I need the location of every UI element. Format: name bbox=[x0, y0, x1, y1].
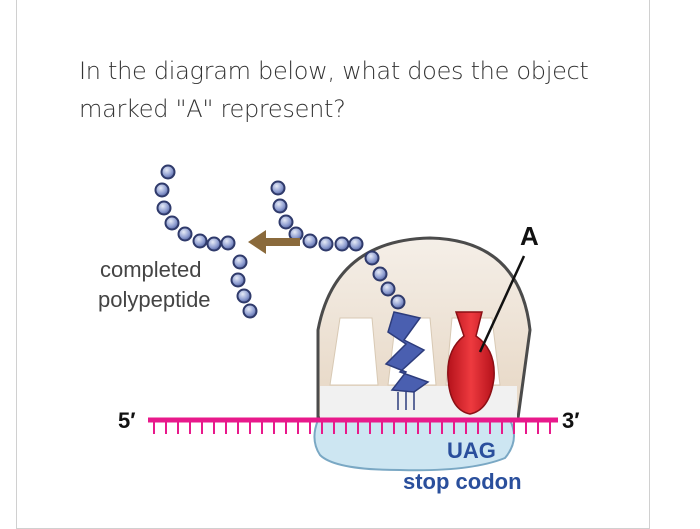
amino-acid-bead bbox=[366, 252, 379, 265]
amino-acid-bead bbox=[194, 235, 207, 248]
amino-acid-bead bbox=[179, 228, 192, 241]
label-a: A bbox=[520, 221, 539, 251]
amino-acid-bead bbox=[280, 216, 293, 229]
amino-acid-bead bbox=[166, 217, 179, 230]
amino-acid-bead bbox=[272, 182, 285, 195]
amino-acid-bead bbox=[392, 296, 405, 309]
label-stop-codon: stop codon bbox=[403, 469, 522, 494]
label-codon: UAG bbox=[447, 438, 496, 463]
amino-acid-bead bbox=[158, 202, 171, 215]
amino-acid-bead bbox=[208, 238, 221, 251]
label-3-prime: 3′ bbox=[562, 408, 580, 433]
amino-acid-bead bbox=[274, 200, 287, 213]
amino-acid-bead bbox=[320, 238, 333, 251]
amino-acid-bead bbox=[374, 268, 387, 281]
amino-acid-bead bbox=[350, 238, 363, 251]
amino-acid-bead bbox=[238, 290, 251, 303]
amino-acid-bead bbox=[232, 274, 245, 287]
amino-acid-bead bbox=[382, 283, 395, 296]
amino-acid-bead bbox=[336, 238, 349, 251]
amino-acid-bead bbox=[156, 184, 169, 197]
label-completed: completed bbox=[100, 257, 202, 282]
label-5-prime: 5′ bbox=[118, 408, 136, 433]
amino-acid-bead bbox=[304, 235, 317, 248]
label-polypeptide: polypeptide bbox=[98, 287, 211, 312]
amino-acid-bead bbox=[244, 305, 257, 318]
amino-acid-bead bbox=[162, 166, 175, 179]
amino-acid-bead bbox=[234, 256, 247, 269]
amino-acid-bead bbox=[222, 237, 235, 250]
